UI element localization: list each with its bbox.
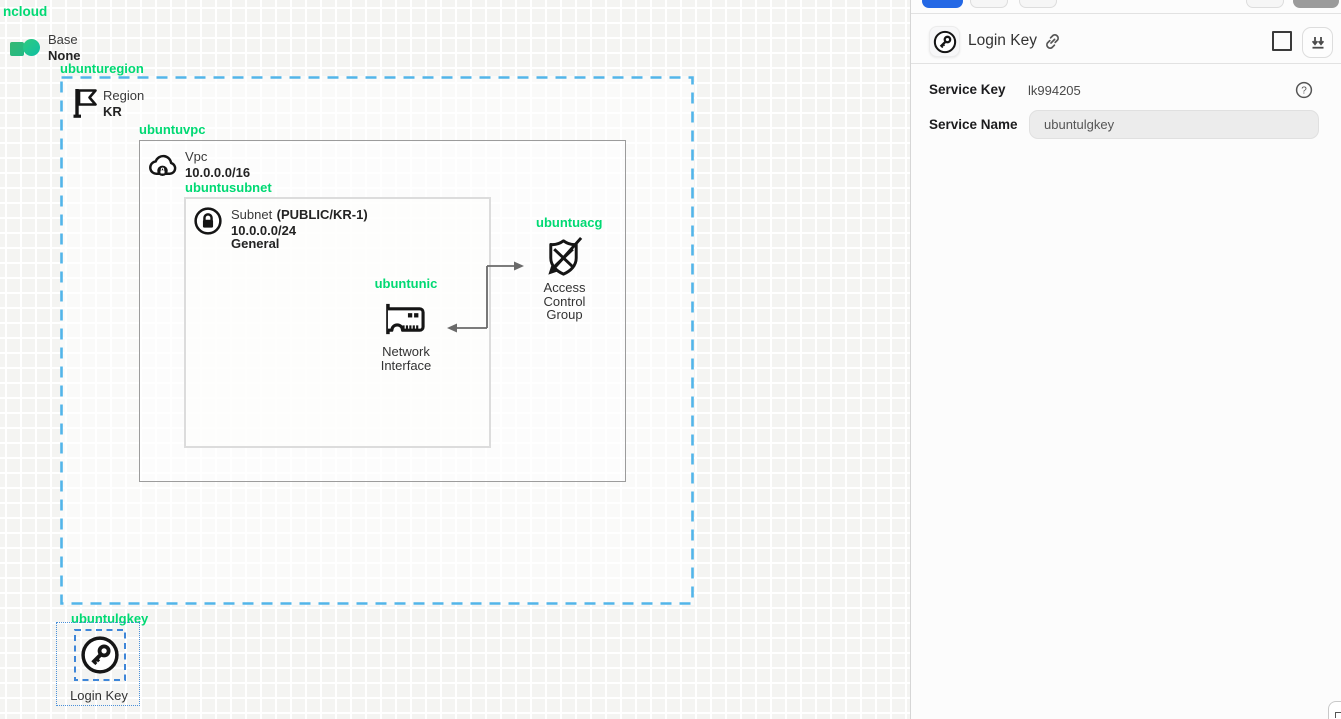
acg-label: Access Control Group — [543, 280, 586, 323]
subnet-type-label: Subnet — [231, 207, 273, 222]
help-icon[interactable]: ? — [1295, 81, 1313, 104]
subnet-name-label: ubuntusubnet — [185, 180, 272, 195]
vpc-type-label: Vpc — [185, 149, 208, 164]
diagram-canvas[interactable]: ncloud Base None ubunturegion Region KR — [0, 0, 910, 719]
select-checkbox[interactable] — [1272, 31, 1292, 51]
toolbar-button[interactable] — [970, 0, 1008, 8]
acg-shield-icon — [541, 234, 586, 285]
network-interface-icon — [383, 300, 428, 345]
key-icon — [933, 30, 956, 53]
base-label: Base — [48, 32, 78, 47]
region-type-label: Region — [103, 88, 145, 103]
toolbar-dark-button[interactable] — [1293, 0, 1339, 8]
toolbar-primary-button[interactable] — [922, 0, 963, 8]
service-key-value: lk994205 — [1028, 83, 1081, 98]
acg-name-label: ubuntuacg — [536, 215, 603, 230]
subnet-lock-icon — [193, 206, 223, 241]
vpc-cloud-icon — [147, 150, 178, 186]
login-key-icon — [80, 635, 120, 680]
login-key-icon-button[interactable] — [929, 26, 960, 57]
bottom-corner-widget[interactable] — [1328, 701, 1341, 719]
vpc-cidr: 10.0.0.0/16 — [185, 165, 251, 180]
subnet-tier: General — [231, 236, 280, 251]
nic-label: Network Interface — [380, 344, 432, 373]
region-name-label: ubunturegion — [60, 61, 144, 76]
toolbar-button[interactable] — [1246, 0, 1284, 8]
service-key-label: Service Key — [929, 82, 1006, 97]
double-down-arrow-icon — [1311, 36, 1324, 49]
link-icon[interactable] — [1043, 32, 1062, 56]
properties-panel: Login Key Service Key lk994205 ? — [910, 0, 1341, 719]
subnet-cidr: 10.0.0.0/24 — [231, 223, 297, 238]
ncloud-logo-icon — [10, 42, 24, 56]
workspace-label: ncloud — [3, 4, 48, 19]
panel-header: Login Key — [911, 13, 1341, 63]
base-value: None — [48, 48, 81, 63]
toolbar-button[interactable] — [1019, 0, 1057, 8]
subnet-type-suffix: (PUBLIC/KR-1) — [276, 207, 368, 222]
region-dashed-border — [60, 76, 694, 605]
collapse-all-button[interactable] — [1302, 27, 1333, 58]
selection-dashed-frame — [74, 629, 126, 681]
svg-text:?: ? — [1301, 86, 1307, 97]
login-key-label: Login Key — [70, 688, 128, 703]
selection-outline — [56, 622, 140, 706]
service-name-label: Service Name — [929, 117, 1018, 132]
subnet-container[interactable]: Subnet (PUBLIC/KR-1) 10.0.0.0/24 General — [184, 197, 491, 448]
vpc-name-label: ubuntuvpc — [139, 122, 206, 137]
service-name-input[interactable] — [1029, 110, 1319, 139]
region-value: KR — [103, 104, 122, 119]
nic-name-label: ubuntunic — [374, 276, 438, 291]
ncloud-logo-icon — [23, 39, 40, 56]
panel-title: Login Key — [968, 32, 1037, 49]
